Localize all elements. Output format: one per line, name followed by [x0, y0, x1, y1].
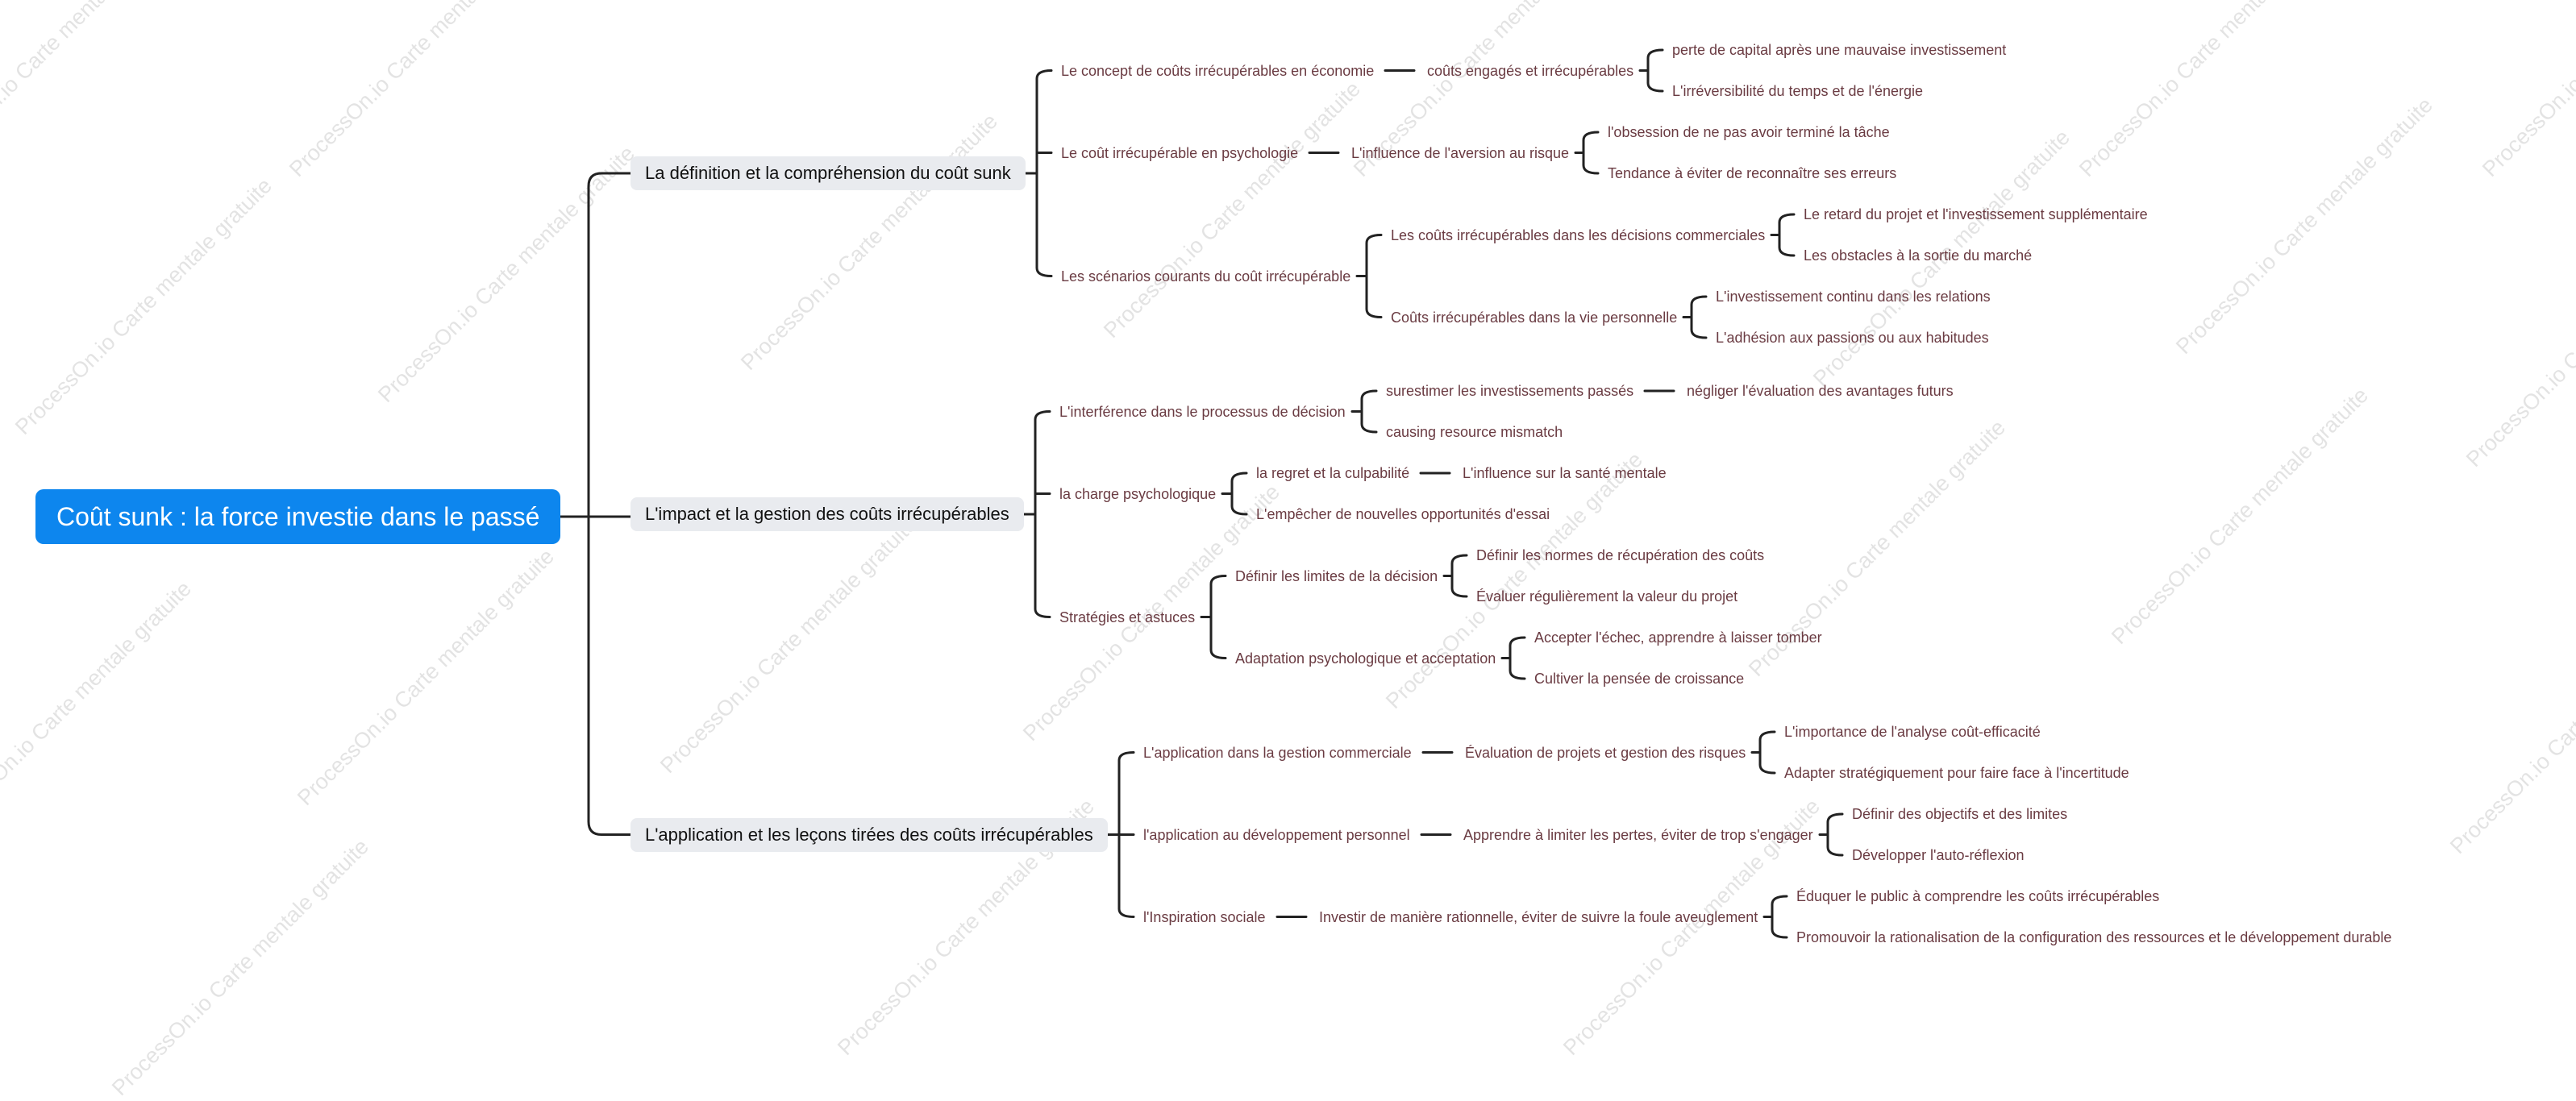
leaf-topic[interactable]: Tendance à éviter de reconnaître ses err…: [1608, 165, 1897, 181]
leaf-topic[interactable]: Éduquer le public à comprendre les coûts…: [1796, 888, 2160, 904]
leaf-topic[interactable]: L'irréversibilité du temps et de l'énerg…: [1672, 83, 1924, 99]
subtopic-detail[interactable]: causing resource mismatch: [1386, 424, 1563, 440]
subtopic[interactable]: la charge psychologique: [1059, 485, 1217, 502]
subtopic-detail[interactable]: la regret et la culpabilité: [1256, 465, 1410, 481]
connector-lines: [559, 48, 1844, 939]
subtopic[interactable]: Les scénarios courants du coût irrécupér…: [1061, 268, 1351, 285]
root-topic[interactable]: Coût sunk : la force investie dans le pa…: [35, 489, 561, 544]
subtopic-detail[interactable]: Investir de manière rationnelle, éviter …: [1319, 908, 1758, 925]
leaf-topic[interactable]: Promouvoir la rationalisation de la conf…: [1796, 929, 2392, 945]
leaf-topic[interactable]: Définir les normes de récupération des c…: [1476, 547, 1765, 563]
leaf-topic[interactable]: Le retard du projet et l'investissement …: [1804, 206, 2148, 222]
leaf-topic[interactable]: Développer l'auto-réflexion: [1852, 847, 2025, 863]
leaf-topic[interactable]: Évaluer régulièrement la valeur du proje…: [1476, 588, 1738, 605]
subtopic-detail[interactable]: Adaptation psychologique et acceptation: [1235, 650, 1496, 667]
leaf-topic[interactable]: négliger l'évaluation des avantages futu…: [1687, 383, 1954, 399]
leaf-topic[interactable]: L'investissement continu dans les relati…: [1716, 289, 1991, 305]
branch-topic[interactable]: L'impact et la gestion des coûts irrécup…: [630, 497, 1024, 531]
subtopic-detail[interactable]: L'empêcher de nouvelles opportunités d'e…: [1256, 506, 1550, 522]
subtopic[interactable]: Stratégies et astuces: [1059, 609, 1196, 625]
leaf-topic[interactable]: L'adhésion aux passions ou aux habitudes: [1716, 330, 1989, 346]
subtopic-detail[interactable]: Les coûts irrécupérables dans les décisi…: [1391, 226, 1766, 243]
subtopic[interactable]: L'interférence dans le processus de déci…: [1059, 403, 1346, 420]
leaf-topic[interactable]: Les obstacles à la sortie du marché: [1804, 247, 2033, 264]
subtopic[interactable]: l'Inspiration sociale: [1143, 908, 1266, 925]
subtopic-detail[interactable]: Évaluation de projets et gestion des ris…: [1465, 744, 1746, 761]
leaf-topic[interactable]: Cultiver la pensée de croissance: [1534, 671, 1745, 687]
subtopic-detail[interactable]: surestimer les investissements passés: [1386, 383, 1634, 399]
subtopic[interactable]: Le concept de coûts irrécupérables en éc…: [1061, 62, 1375, 79]
subtopic-detail[interactable]: L'influence de l'aversion au risque: [1351, 144, 1570, 161]
subtopic[interactable]: l'application au développement personnel: [1143, 826, 1410, 843]
leaf-topic[interactable]: perte de capital après une mauvaise inve…: [1672, 42, 2007, 58]
leaf-topic[interactable]: Adapter stratégiquement pour faire face …: [1784, 765, 2129, 781]
subtopic[interactable]: Le coût irrécupérable en psychologie: [1061, 144, 1299, 161]
subtopic-detail[interactable]: Apprendre à limiter les pertes, éviter d…: [1463, 826, 1813, 843]
branch-topic[interactable]: La définition et la compréhension du coû…: [630, 156, 1026, 190]
branch-topic[interactable]: L'application et les leçons tirées des c…: [630, 817, 1108, 852]
leaf-topic[interactable]: Accepter l'échec, apprendre à laisser to…: [1534, 629, 1822, 646]
subtopic-detail[interactable]: Définir les limites de la décision: [1235, 567, 1438, 584]
leaf-topic[interactable]: l'obsession de ne pas avoir terminé la t…: [1608, 124, 1890, 140]
subtopic[interactable]: L'application dans la gestion commercial…: [1143, 744, 1412, 761]
subtopic-detail[interactable]: coûts engagés et irrécupérables: [1427, 62, 1634, 79]
subtopic-detail[interactable]: Coûts irrécupérables dans la vie personn…: [1391, 309, 1678, 326]
leaf-topic[interactable]: Définir des objectifs et des limites: [1852, 806, 2068, 822]
leaf-topic[interactable]: L'influence sur la santé mentale: [1463, 465, 1667, 481]
mind-map-canvas: Coût sunk : la force investie dans le pa…: [35, 42, 2392, 945]
leaf-topic[interactable]: L'importance de l'analyse coût-efficacit…: [1784, 724, 2041, 740]
